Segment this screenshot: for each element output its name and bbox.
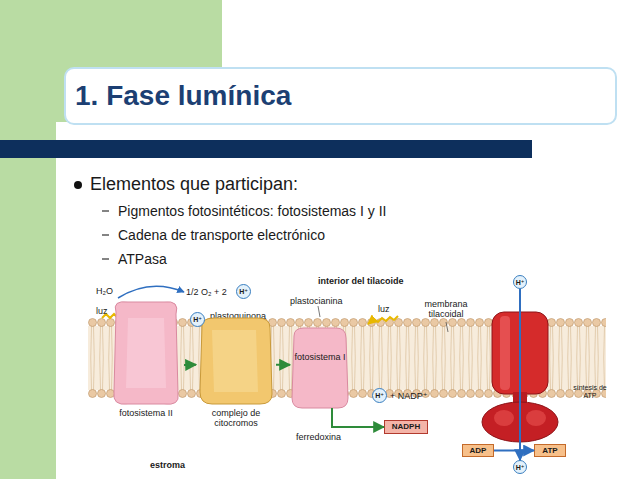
leader-line bbox=[446, 322, 448, 332]
cytochrome-complex: complejo de citocromos bbox=[196, 316, 276, 432]
bullet bbox=[74, 181, 82, 189]
product-box: NADPH bbox=[384, 420, 428, 434]
node-label: síntesis de ATP bbox=[566, 384, 614, 400]
light-label: luz bbox=[96, 306, 108, 316]
proton-circle: H⁺ bbox=[190, 312, 205, 327]
electron-flow-arrow bbox=[276, 364, 290, 366]
part-label: plastocianina bbox=[290, 296, 343, 306]
green-band bbox=[0, 0, 56, 479]
proton-circle: H⁺ bbox=[513, 460, 527, 474]
flow-arrow bbox=[519, 289, 521, 460]
atp-synthase-shape bbox=[478, 292, 614, 444]
proton-circle: H⁺ bbox=[372, 388, 387, 403]
node-label: H⁺ bbox=[193, 316, 202, 323]
node-label: H⁺ bbox=[239, 288, 248, 295]
slide-title: 1. Fase lumínica bbox=[75, 80, 291, 112]
light-ray bbox=[368, 316, 398, 324]
part-label: membrana tilacoidal bbox=[414, 299, 478, 320]
region-label: estroma bbox=[150, 460, 185, 470]
node-label: fotosistema II bbox=[104, 408, 188, 418]
atp-synthase: síntesis de ATP bbox=[478, 292, 614, 444]
flow-arrow bbox=[494, 450, 534, 452]
light-label: luz bbox=[378, 304, 390, 314]
leader-line bbox=[318, 306, 320, 317]
sub-bullet: Cadena de transporte electrónico bbox=[118, 227, 325, 243]
photosystem-shape bbox=[290, 328, 350, 408]
molecule-label: + NADP⁺ bbox=[390, 391, 428, 401]
product-box: ADP bbox=[462, 444, 494, 457]
electron-flow-arrow bbox=[332, 408, 384, 427]
illustration-bg bbox=[88, 270, 606, 479]
title-frame bbox=[65, 68, 616, 124]
dash bbox=[102, 234, 109, 235]
node-label: NADPH bbox=[392, 423, 420, 431]
node-label: complejo de citocromos bbox=[190, 408, 282, 429]
node-label: H⁺ bbox=[516, 279, 525, 286]
part-label: ferredoxina bbox=[296, 432, 341, 442]
navy-bar bbox=[0, 140, 532, 158]
node-label: ADP bbox=[470, 447, 487, 455]
region-label: interior del tilacoide bbox=[318, 276, 404, 286]
sub-bullet: ATPasa bbox=[118, 251, 167, 267]
water-split-arrow bbox=[118, 286, 184, 298]
molecule-label: H₂O bbox=[96, 286, 113, 296]
node-label: H⁺ bbox=[375, 392, 384, 399]
reaction-label: 1/2 O₂ + 2 bbox=[186, 287, 227, 297]
product-box: ATP bbox=[534, 444, 566, 457]
sub-bullet: Pigmentos fotosintéticos: fotosistemas I… bbox=[118, 203, 386, 219]
node-label: ATP bbox=[542, 447, 557, 455]
proton-circle: H⁺ bbox=[513, 275, 527, 289]
proton-circle: H⁺ bbox=[236, 284, 251, 299]
photosystem: fotosistema II bbox=[108, 298, 184, 432]
dash bbox=[102, 258, 109, 259]
photosystem: fotosistema I bbox=[290, 328, 350, 408]
node-label: H⁺ bbox=[516, 464, 525, 471]
node-label: fotosistema I bbox=[294, 352, 346, 362]
dash bbox=[102, 210, 109, 211]
electron-flow-arrow bbox=[184, 364, 196, 366]
bullet-text: Elementos que participan: bbox=[90, 174, 298, 195]
